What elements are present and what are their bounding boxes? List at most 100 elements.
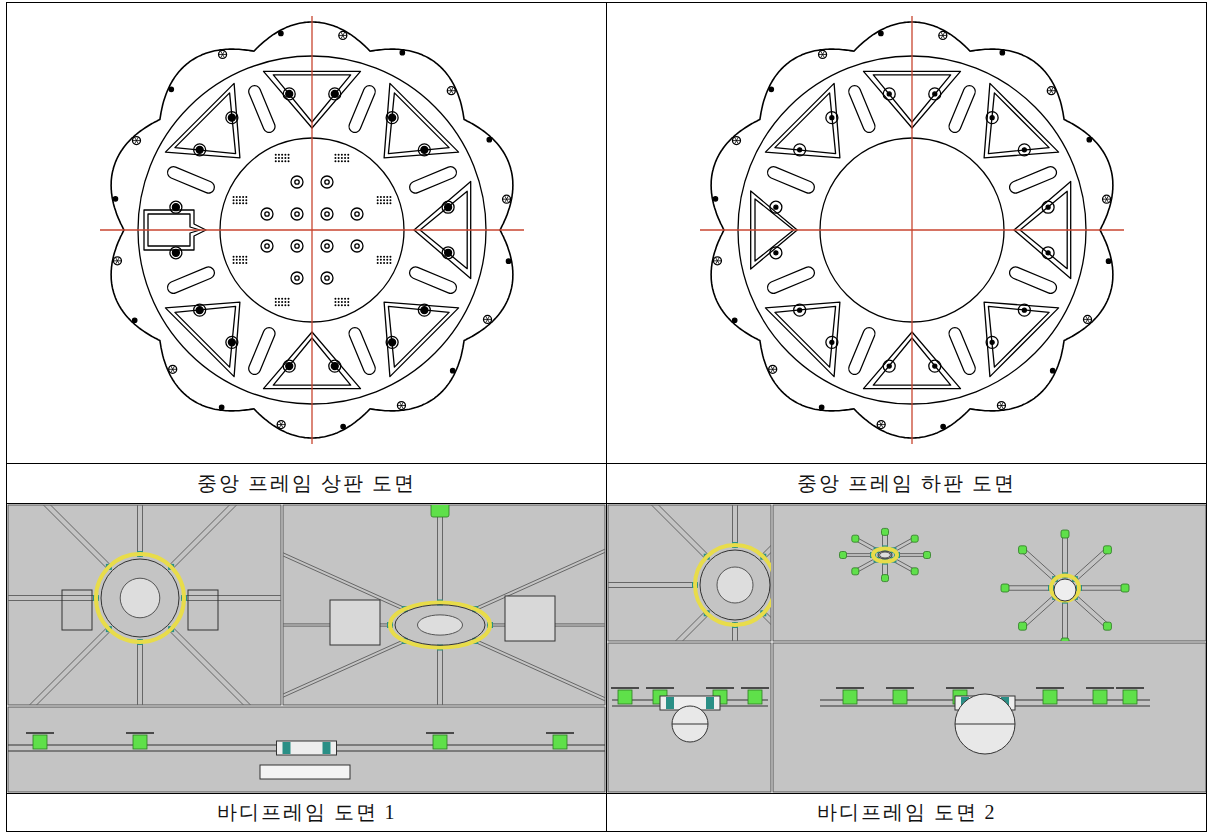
slot-hole [173,273,208,288]
dot-pattern [389,196,391,198]
slot-hole [1015,273,1050,288]
bolt-hole [418,144,430,156]
star-hole [732,137,740,145]
center-frame [101,559,179,637]
dot-pattern [334,304,336,306]
slot-hole [355,333,370,368]
dot-pattern [278,301,280,303]
slot-hole [255,91,270,126]
arm-tube [137,505,138,554]
slot-hole [855,333,870,368]
slot-hole [355,333,370,368]
arm-tube [1024,599,1057,628]
arm-clamp [666,697,674,709]
star-hole [503,195,511,203]
dot-pattern [242,196,244,198]
arm-tube [169,631,281,705]
dot-pattern [239,262,241,264]
bolt-hole [933,92,937,96]
pin-hole [1106,259,1110,263]
dot-pattern [341,301,343,303]
dot-pattern [284,160,286,162]
dot-pattern [377,259,379,261]
arm-tube [8,505,111,565]
arm-tube [437,648,438,706]
figure-caption: 바디프레임 도면 2 [817,799,997,826]
motor-mount [852,535,859,542]
propeller [26,732,54,734]
center-frame [277,741,337,755]
caption-cell: 중앙 프레임 상판 도면 [7,464,606,503]
triangle-cutout [988,306,1049,367]
dot-pattern [245,262,247,264]
dot-pattern [245,199,247,201]
dot-pattern [245,256,247,258]
dot-pattern [389,256,391,258]
bolt-hole [228,114,235,121]
star-hole [277,421,285,429]
slot-hole [773,273,808,288]
arm-tube [843,553,873,554]
star-hole [486,316,490,323]
star-hole [1086,316,1090,323]
arm-tube [283,640,403,705]
dot-pattern [239,196,241,198]
bolt-hole [830,116,834,120]
dot-pattern [284,298,286,300]
bolt-hole [1042,247,1054,259]
bolt-hole [386,336,398,348]
motor-mount [852,568,859,575]
slot-hole [955,91,970,126]
star-hole [134,137,138,144]
dot-pattern [344,298,346,300]
dot-pattern [242,199,244,201]
dot-pattern [236,202,238,204]
table-rule [7,463,1207,464]
arm-tube [1073,548,1106,577]
dot-pattern [380,199,382,201]
plate-drawings [100,16,1124,444]
slot-hole [173,173,208,188]
arm-tube [8,627,107,705]
triangle-cutout [765,83,840,157]
dot-pattern [341,154,343,156]
dot-pattern [338,304,340,306]
mount-hole [265,212,269,216]
star-hole [997,402,1005,410]
dot-pattern [288,154,290,156]
center-frame [695,545,771,625]
star-hole [341,32,345,39]
viewport-content [283,505,605,705]
bolt-hole [986,336,998,348]
slot-hole [773,173,808,188]
dot-pattern [341,160,343,162]
bolt-hole [286,363,293,370]
motor-mount [1019,546,1027,554]
dot-pattern [236,262,238,264]
triangle-cutout [384,83,459,157]
star-hole [941,32,945,39]
motor-mount [618,690,632,704]
mount-hole [321,240,333,252]
dot-pattern [288,157,290,159]
slot-hole [1015,173,1050,188]
mount-hole [295,212,299,216]
slot-hole [855,333,870,368]
arm-tube [1079,590,1125,591]
dot-pattern [242,256,244,258]
arm-tube [762,615,771,641]
gimbal-dome [672,706,708,742]
arm-tube [8,595,96,596]
pin-hole [487,137,491,141]
dot-pattern [344,157,346,159]
propeller [1116,687,1144,689]
table-border [7,3,1207,832]
arm-clamp [706,697,714,709]
arm-tube [1062,601,1063,641]
arm-tube [1021,551,1054,580]
star-hole [1084,315,1092,323]
dot-pattern [386,256,388,258]
table-grid [7,3,1207,832]
propeller [946,687,974,689]
